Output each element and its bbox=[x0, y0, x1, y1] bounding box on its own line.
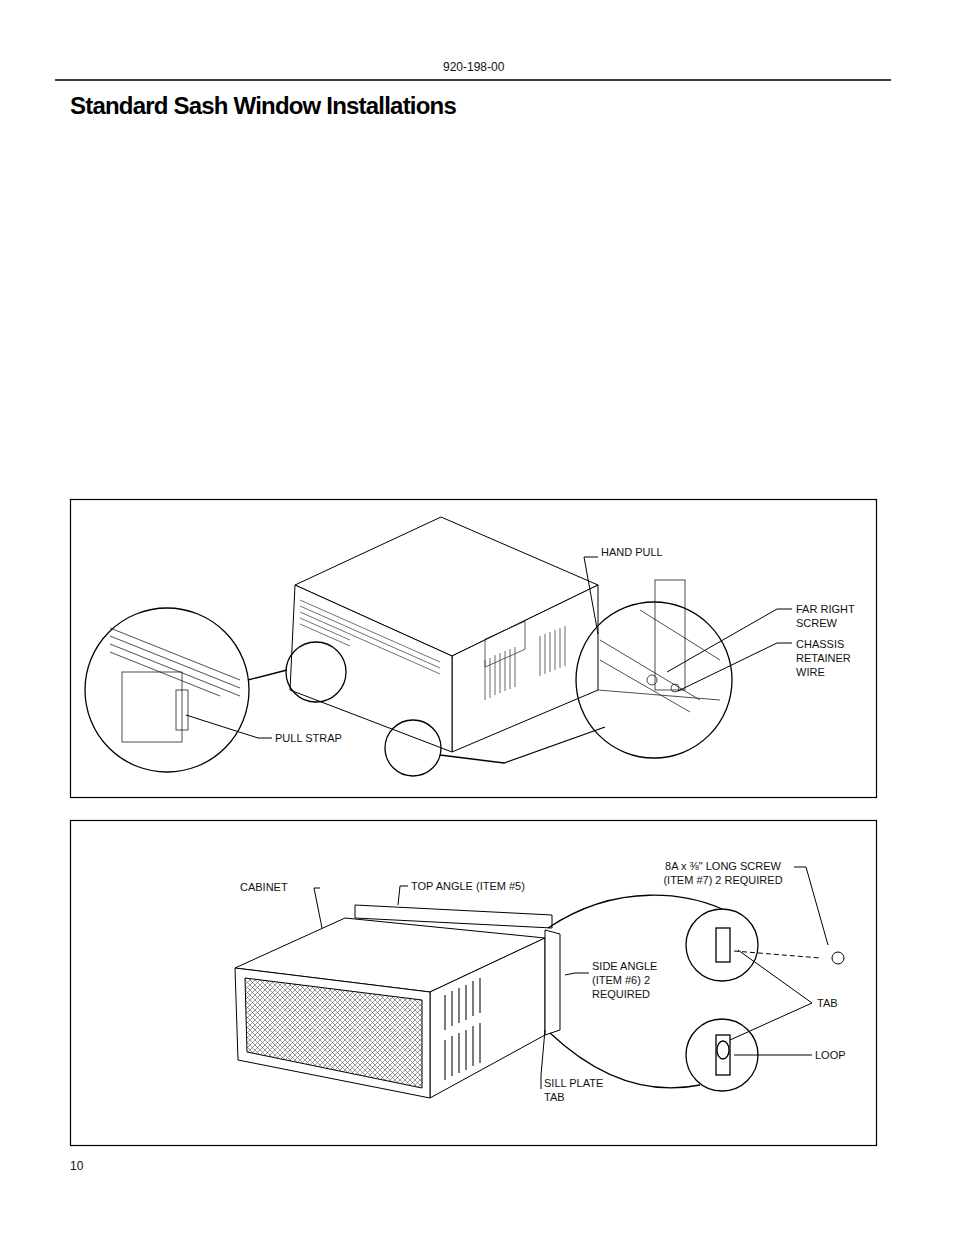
part-label: SIDE ANGLE (ITEM #6) 2 REQUIRED bbox=[592, 959, 672, 1001]
part-label: CABINET bbox=[240, 880, 310, 894]
part-label: LOOP bbox=[815, 1048, 865, 1062]
part-label: PULL STRAP bbox=[275, 731, 365, 745]
part-label: 10 bbox=[70, 1159, 110, 1173]
part-label: SILL PLATE TAB bbox=[544, 1076, 604, 1104]
part-label: 920-198-00 bbox=[443, 60, 523, 74]
part-label: HAND PULL bbox=[601, 545, 681, 559]
part-label: TAB bbox=[817, 996, 857, 1010]
part-label: TOP ANGLE (ITEM #5) bbox=[411, 879, 551, 893]
part-label: CHASSIS RETAINER WIRE bbox=[796, 637, 862, 679]
part-label: FAR RIGHT SCREW bbox=[796, 602, 862, 630]
page-title: Standard Sash Window Installations bbox=[70, 92, 456, 120]
part-label: 8A x ⅜" LONG SCREW (ITEM #7) 2 REQUIRED bbox=[652, 859, 794, 887]
